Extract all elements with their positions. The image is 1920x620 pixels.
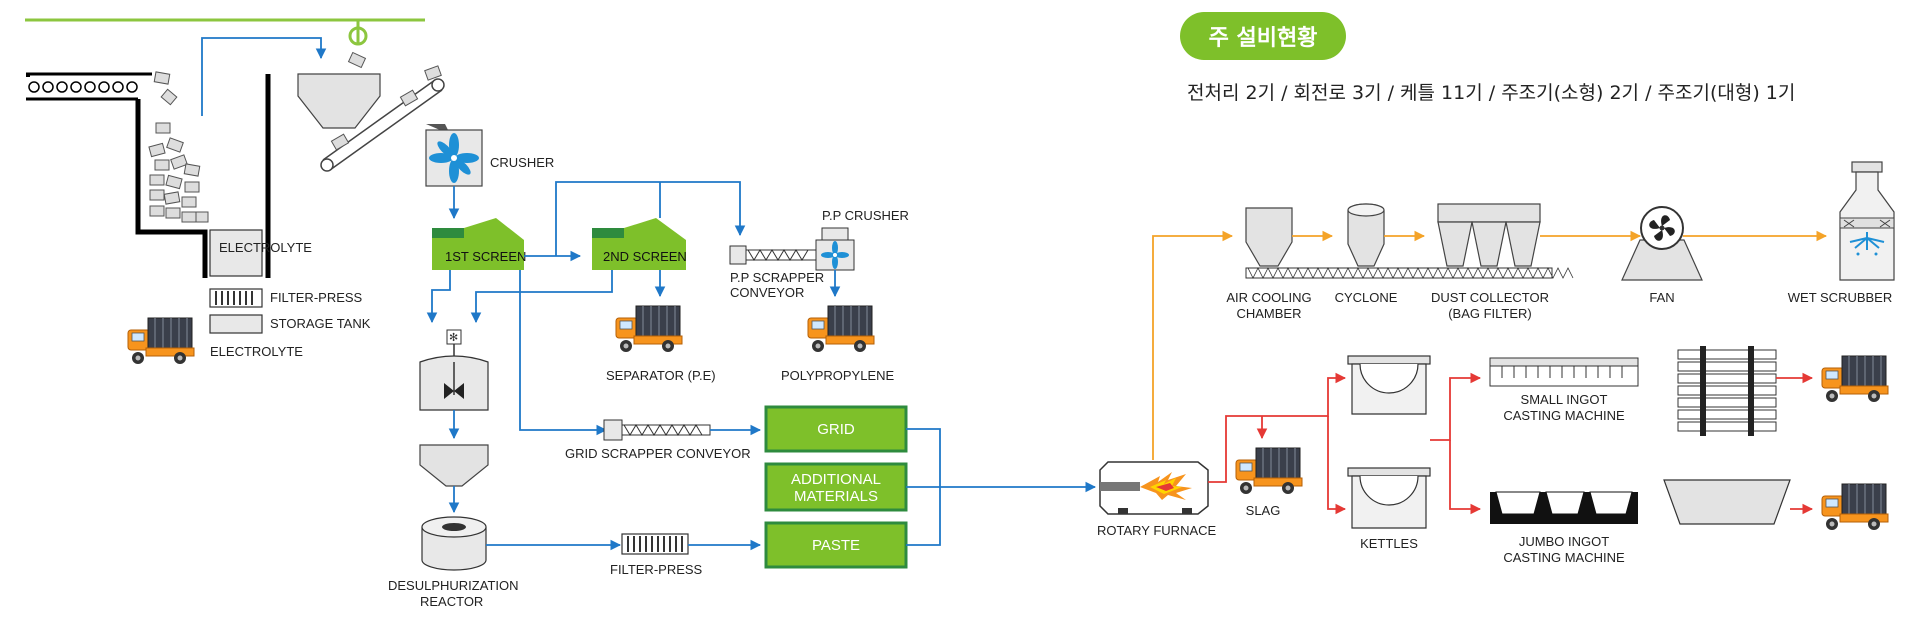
valve-icon bbox=[348, 20, 368, 46]
jumbo-ingot bbox=[1663, 479, 1791, 525]
fan-icon bbox=[429, 133, 479, 183]
battery-input-conveyor bbox=[26, 72, 152, 101]
polypropylene-label: POLYPROPYLENE bbox=[781, 368, 895, 383]
dust-collector bbox=[1437, 203, 1541, 267]
dust-collector-label-2: (BAG FILTER) bbox=[1448, 306, 1532, 321]
grid-box bbox=[764, 405, 908, 453]
fan bbox=[1621, 206, 1703, 281]
storage-tank-label: STORAGE TANK bbox=[270, 316, 371, 331]
fan-icon bbox=[1649, 215, 1675, 241]
pp-conveyor-label-2: CONVEYOR bbox=[730, 285, 804, 300]
grid-scrapper-conveyor bbox=[603, 419, 711, 441]
grid-label: GRID bbox=[817, 421, 855, 438]
paste-box bbox=[764, 521, 908, 569]
flow-to-kettle-1 bbox=[1268, 372, 1347, 417]
paste-label: PASTE bbox=[812, 537, 860, 554]
pp-crusher-label: P.P CRUSHER bbox=[822, 208, 909, 223]
kettles-label: KETTLES bbox=[1360, 536, 1418, 551]
mixing-tank: ✻ bbox=[419, 329, 489, 411]
flow-screen1-to-grid-conveyor bbox=[519, 270, 608, 436]
filter-press-2 bbox=[621, 533, 689, 555]
battery-hopper bbox=[135, 71, 271, 278]
desulph-label-2: REACTOR bbox=[420, 594, 483, 609]
desulph-label-1: DESULPHURIZATION bbox=[388, 578, 519, 593]
fan-label: FAN bbox=[1649, 290, 1674, 305]
wet-scrubber bbox=[1839, 161, 1895, 281]
truck-icon bbox=[1821, 483, 1889, 531]
water-spray-icon bbox=[1849, 232, 1885, 256]
electrolyte-tank-label: ELECTROLYTE bbox=[219, 240, 312, 255]
kettle-1 bbox=[1347, 355, 1431, 415]
incline-conveyor bbox=[320, 51, 445, 172]
filter-press-2-label: FILTER-PRESS bbox=[610, 562, 703, 577]
pp-scrapper-conveyor bbox=[729, 245, 817, 265]
rotary-furnace-label: ROTARY FURNACE bbox=[1097, 523, 1217, 538]
additional-materials-box bbox=[764, 462, 908, 512]
slag-label: SLAG bbox=[1246, 503, 1281, 518]
electrolyte-out-label: ELECTROLYTE bbox=[210, 344, 303, 359]
jumbo-ingot-label-1: JUMBO INGOT bbox=[1519, 534, 1609, 549]
truck-icon bbox=[1821, 355, 1889, 403]
truck-icon bbox=[127, 317, 195, 365]
additional-materials-label-2: MATERIALS bbox=[794, 488, 878, 505]
truck-icon bbox=[615, 305, 683, 353]
pp-conveyor-label-1: P.P SCRAPPER bbox=[730, 270, 824, 285]
truck-icon bbox=[807, 305, 875, 353]
crusher-label: CRUSHER bbox=[490, 155, 554, 170]
feed-hopper bbox=[297, 73, 381, 129]
small-ingot-label-1: SMALL INGOT bbox=[1521, 392, 1608, 407]
flow-to-small-ingot bbox=[1430, 372, 1482, 441]
equipment-summary: 전처리 2기 / 회전로 3기 / 케틀 11기 / 주조기(소형) 2기 / … bbox=[1187, 82, 1796, 104]
fan-icon bbox=[821, 241, 849, 269]
electrolyte-tank bbox=[209, 229, 263, 277]
flow-furnace-red bbox=[1208, 415, 1268, 483]
dust-screw-conveyor bbox=[1245, 267, 1574, 279]
filter-press-1-label: FILTER-PRESS bbox=[270, 290, 363, 305]
separator-label: SEPARATOR (P.E) bbox=[606, 368, 716, 383]
pp-crusher bbox=[815, 227, 855, 271]
jumbo-ingot-label-2: CASTING MACHINE bbox=[1503, 550, 1625, 565]
grid-conveyor-label: GRID SCRAPPER CONVEYOR bbox=[565, 446, 751, 461]
flow-screen2-down bbox=[470, 270, 613, 324]
air-cooling-chamber bbox=[1245, 207, 1293, 267]
additional-materials-label-1: ADDITIONAL bbox=[791, 471, 881, 488]
air-cooling-label-2: CHAMBER bbox=[1236, 306, 1301, 321]
small-ingot-casting-machine bbox=[1489, 357, 1639, 387]
small-ingot-label-2: CASTING MACHINE bbox=[1503, 408, 1625, 423]
rotary-furnace bbox=[1099, 461, 1209, 515]
second-screen-label: 2ND SCREEN bbox=[603, 249, 687, 264]
dust-collector-label-1: DUST COLLECTOR bbox=[1431, 290, 1549, 305]
crusher bbox=[425, 124, 483, 187]
storage-tank bbox=[209, 314, 263, 334]
flow-hopper-to-crusher-feed bbox=[201, 37, 327, 116]
cyclone-label: CYCLONE bbox=[1335, 290, 1398, 305]
filter-press-1 bbox=[209, 288, 263, 308]
ingot-stack bbox=[1677, 346, 1777, 436]
jumbo-ingot-casting-machine bbox=[1490, 491, 1638, 524]
flow-to-kettle-2 bbox=[1327, 416, 1347, 515]
flow-screen1-down bbox=[426, 270, 451, 324]
second-screen bbox=[592, 218, 686, 270]
wet-scrubber-label: WET SCRUBBER bbox=[1788, 290, 1893, 305]
kettle-2 bbox=[1347, 467, 1431, 529]
first-screen-label: 1ST SCREEN bbox=[445, 249, 526, 264]
flow-screen1-to-pp-conveyor bbox=[555, 181, 746, 256]
flow-furnace-to-air-cooling bbox=[1152, 230, 1234, 460]
svg-text:✻: ✻ bbox=[449, 332, 458, 344]
truck-icon bbox=[1235, 447, 1303, 495]
air-cooling-label-1: AIR COOLING bbox=[1226, 290, 1311, 305]
desulphurization-reactor bbox=[421, 516, 487, 571]
first-screen bbox=[432, 218, 524, 270]
funnel bbox=[419, 444, 489, 487]
equipment-status-badge: 주 설비현황 bbox=[1180, 12, 1346, 60]
flow-to-jumbo-ingot bbox=[1449, 440, 1482, 515]
flame-icon bbox=[1140, 472, 1192, 500]
cyclone bbox=[1347, 203, 1385, 267]
